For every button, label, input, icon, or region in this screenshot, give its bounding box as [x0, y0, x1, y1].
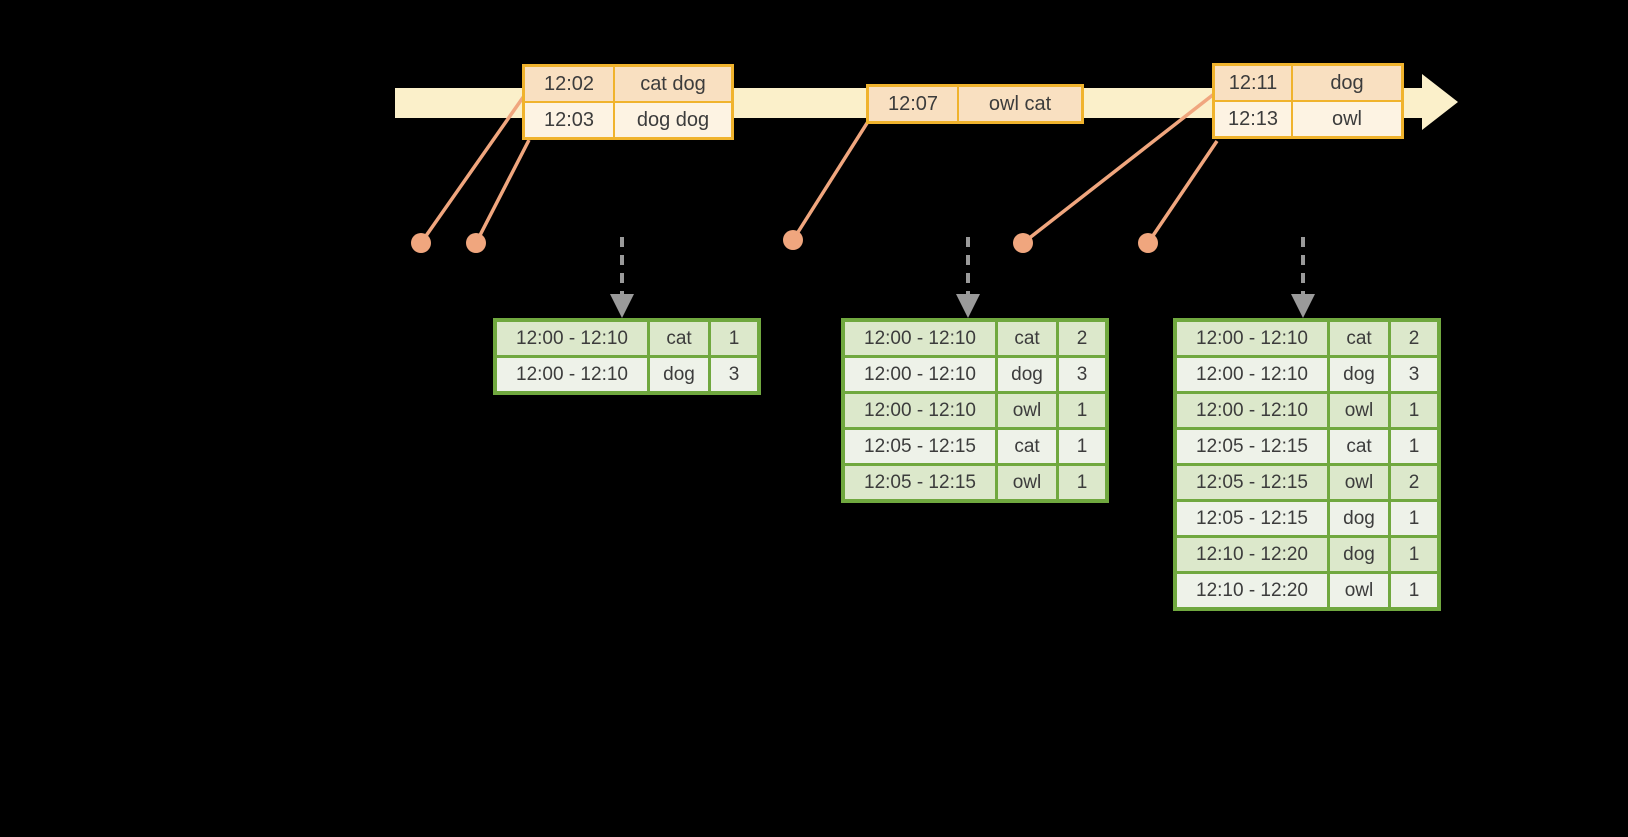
table-cell: cat dog [613, 64, 734, 103]
table-cell: 12:05 - 12:15 [841, 427, 998, 466]
table-cell: 12:00 - 12:10 [841, 318, 998, 358]
trigger-arrowhead [1291, 294, 1315, 318]
table-cell: 1 [1056, 391, 1109, 430]
table-cell: 12:00 - 12:10 [1173, 355, 1330, 394]
table-cell: cat [1327, 427, 1391, 466]
table-cell: owl [1327, 391, 1391, 430]
table-cell: 1 [708, 318, 761, 358]
event-marker-dot [1013, 233, 1033, 253]
trigger-arrowhead [610, 294, 634, 318]
event-connector-line [419, 94, 526, 245]
table-cell: 1 [1388, 535, 1441, 574]
table-cell: 12:02 [522, 64, 615, 103]
table-cell: dog dog [613, 101, 734, 140]
table-cell: 2 [1388, 463, 1441, 502]
event-connector-line [474, 139, 531, 244]
table-cell: 1 [1388, 391, 1441, 430]
table-cell: 12:05 - 12:15 [841, 463, 998, 503]
event-connector-line [1146, 140, 1219, 244]
table-cell: 12:00 - 12:10 [493, 355, 650, 395]
table-cell: 12:05 - 12:15 [1173, 499, 1330, 538]
event-marker-dot [783, 230, 803, 250]
table-cell: owl [1327, 571, 1391, 611]
table-cell: 1 [1388, 499, 1441, 538]
table-cell: 12:05 - 12:15 [1173, 427, 1330, 466]
table-cell: owl [1291, 100, 1404, 139]
table-cell: dog [647, 355, 711, 395]
table-cell: 12:00 - 12:10 [1173, 391, 1330, 430]
table-cell: 12:11 [1212, 63, 1293, 102]
table-cell: dog [1327, 355, 1391, 394]
trigger-arrowhead [956, 294, 980, 318]
table-cell: 1 [1056, 463, 1109, 503]
table-cell: 12:00 - 12:10 [841, 355, 998, 394]
table-cell: 12:03 [522, 101, 615, 140]
table-cell: cat [647, 318, 711, 358]
table-cell: cat [995, 427, 1059, 466]
event-connector-line [1021, 92, 1216, 245]
table-cell: 12:13 [1212, 100, 1293, 139]
event-marker-dot [466, 233, 486, 253]
table-cell: cat [1327, 318, 1391, 358]
table-cell: dog [995, 355, 1059, 394]
table-cell: 12:00 - 12:10 [493, 318, 650, 358]
table-cell: cat [995, 318, 1059, 358]
table-cell: 2 [1056, 318, 1109, 358]
event-marker-dot [1138, 233, 1158, 253]
table-cell: dog [1291, 63, 1404, 102]
table-cell: owl [1327, 463, 1391, 502]
table-cell: 12:07 [866, 84, 959, 124]
table-cell: owl cat [957, 84, 1084, 124]
event-marker-dot [411, 233, 431, 253]
table-cell: owl [995, 391, 1059, 430]
timeline-arrowhead [1422, 74, 1458, 130]
table-cell: 12:00 - 12:10 [1173, 318, 1330, 358]
table-cell: 12:05 - 12:15 [1173, 463, 1330, 502]
table-cell: 1 [1388, 571, 1441, 611]
table-cell: 1 [1056, 427, 1109, 466]
table-cell: 3 [708, 355, 761, 395]
table-cell: 1 [1388, 427, 1441, 466]
event-connector-line [791, 119, 871, 241]
table-cell: 12:10 - 12:20 [1173, 535, 1330, 574]
table-cell: 3 [1388, 355, 1441, 394]
table-cell: 2 [1388, 318, 1441, 358]
table-cell: 3 [1056, 355, 1109, 394]
table-cell: dog [1327, 499, 1391, 538]
table-cell: 12:00 - 12:10 [841, 391, 998, 430]
table-cell: dog [1327, 535, 1391, 574]
table-cell: owl [995, 463, 1059, 503]
table-cell: 12:10 - 12:20 [1173, 571, 1330, 611]
